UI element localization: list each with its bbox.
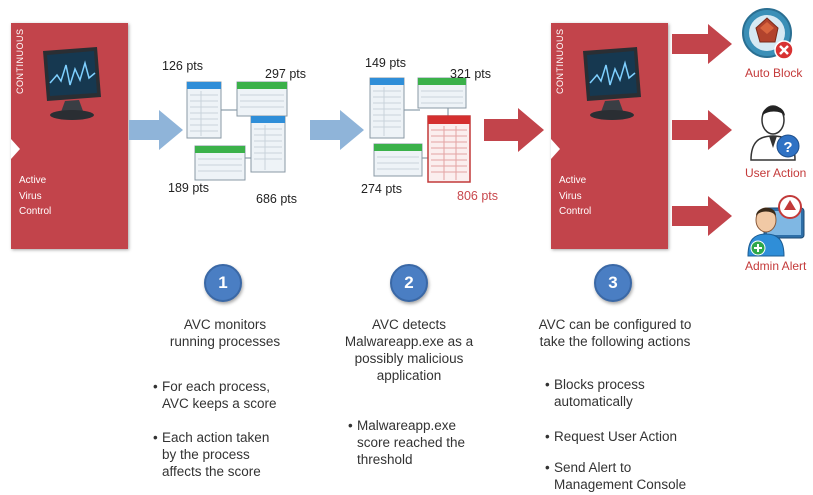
step-3-heading: AVC can be configured to take the follow… [538, 317, 692, 349]
action-arrow-3 [672, 196, 732, 236]
flow-arrow-red-main [484, 108, 544, 152]
user-question-icon: ? [750, 105, 800, 161]
monitor-icon [43, 47, 101, 120]
avc-panel-right: CONTINUOUS Active Virus Control [551, 23, 668, 249]
action-arrow-1 [672, 24, 732, 64]
action-label-user-action: User Action [745, 166, 807, 180]
process-group-2-windows [369, 77, 471, 183]
step-2-bullet-1: • Malwareapp.exe score reached the thres… [348, 418, 466, 467]
panel-label-line-1: Active [19, 175, 47, 186]
score-label: 321 pts [450, 67, 492, 81]
flow-arrow-blue-2 [310, 110, 364, 150]
step-1-heading: AVC monitors running processes [169, 317, 281, 349]
action-label-admin-alert: Admin Alert [745, 259, 807, 273]
score-label: 126 pts [162, 59, 204, 73]
step-3-bullet-2: • Request User Action [545, 429, 678, 444]
avc-panel-left: CONTINUOUS Active Virus Control [11, 23, 128, 249]
panel-label-line-3: Control [559, 206, 592, 217]
flow-arrow-blue-1 [129, 110, 183, 150]
step-number-2: 2 [390, 264, 428, 302]
step-1-bullet-2: • Each action taken by the process affec… [153, 430, 270, 479]
score-label: 189 pts [168, 181, 210, 195]
panel-vertical-label: CONTINUOUS [555, 29, 565, 95]
score-label-threshold: 806 pts [457, 189, 499, 203]
panel-notch [11, 139, 20, 159]
step-number-1: 1 [204, 264, 242, 302]
action-arrow-2 [672, 110, 732, 150]
panel-label-line-2: Virus [559, 191, 582, 202]
monitor-icon [583, 47, 641, 120]
panel-label-line-2: Virus [19, 191, 42, 202]
process-window-icon [186, 81, 222, 139]
step-number-3: 3 [594, 264, 632, 302]
score-label: 686 pts [256, 192, 298, 206]
admin-alert-icon [747, 195, 805, 257]
score-label: 274 pts [361, 182, 403, 196]
action-label-auto-block: Auto Block [745, 66, 803, 80]
panel-label-line-3: Control [19, 206, 52, 217]
svg-text:?: ? [783, 139, 792, 156]
process-group-1-windows [186, 81, 288, 181]
step-3-bullet-3: • Send Alert to Management Console [545, 460, 687, 492]
panel-label-line-1: Active [559, 175, 587, 186]
blocked-gem-icon [742, 8, 794, 60]
panel-vertical-label: CONTINUOUS [15, 29, 25, 95]
score-label: 297 pts [265, 67, 307, 81]
step-2-heading: AVC detects Malwareapp.exe as a possibly… [344, 317, 474, 383]
panel-notch [551, 139, 560, 159]
step-1-bullet-1: • For each process, AVC keeps a score [153, 379, 277, 411]
score-label: 149 pts [365, 56, 407, 70]
step-3-bullet-1: • Blocks process automatically [545, 377, 645, 409]
